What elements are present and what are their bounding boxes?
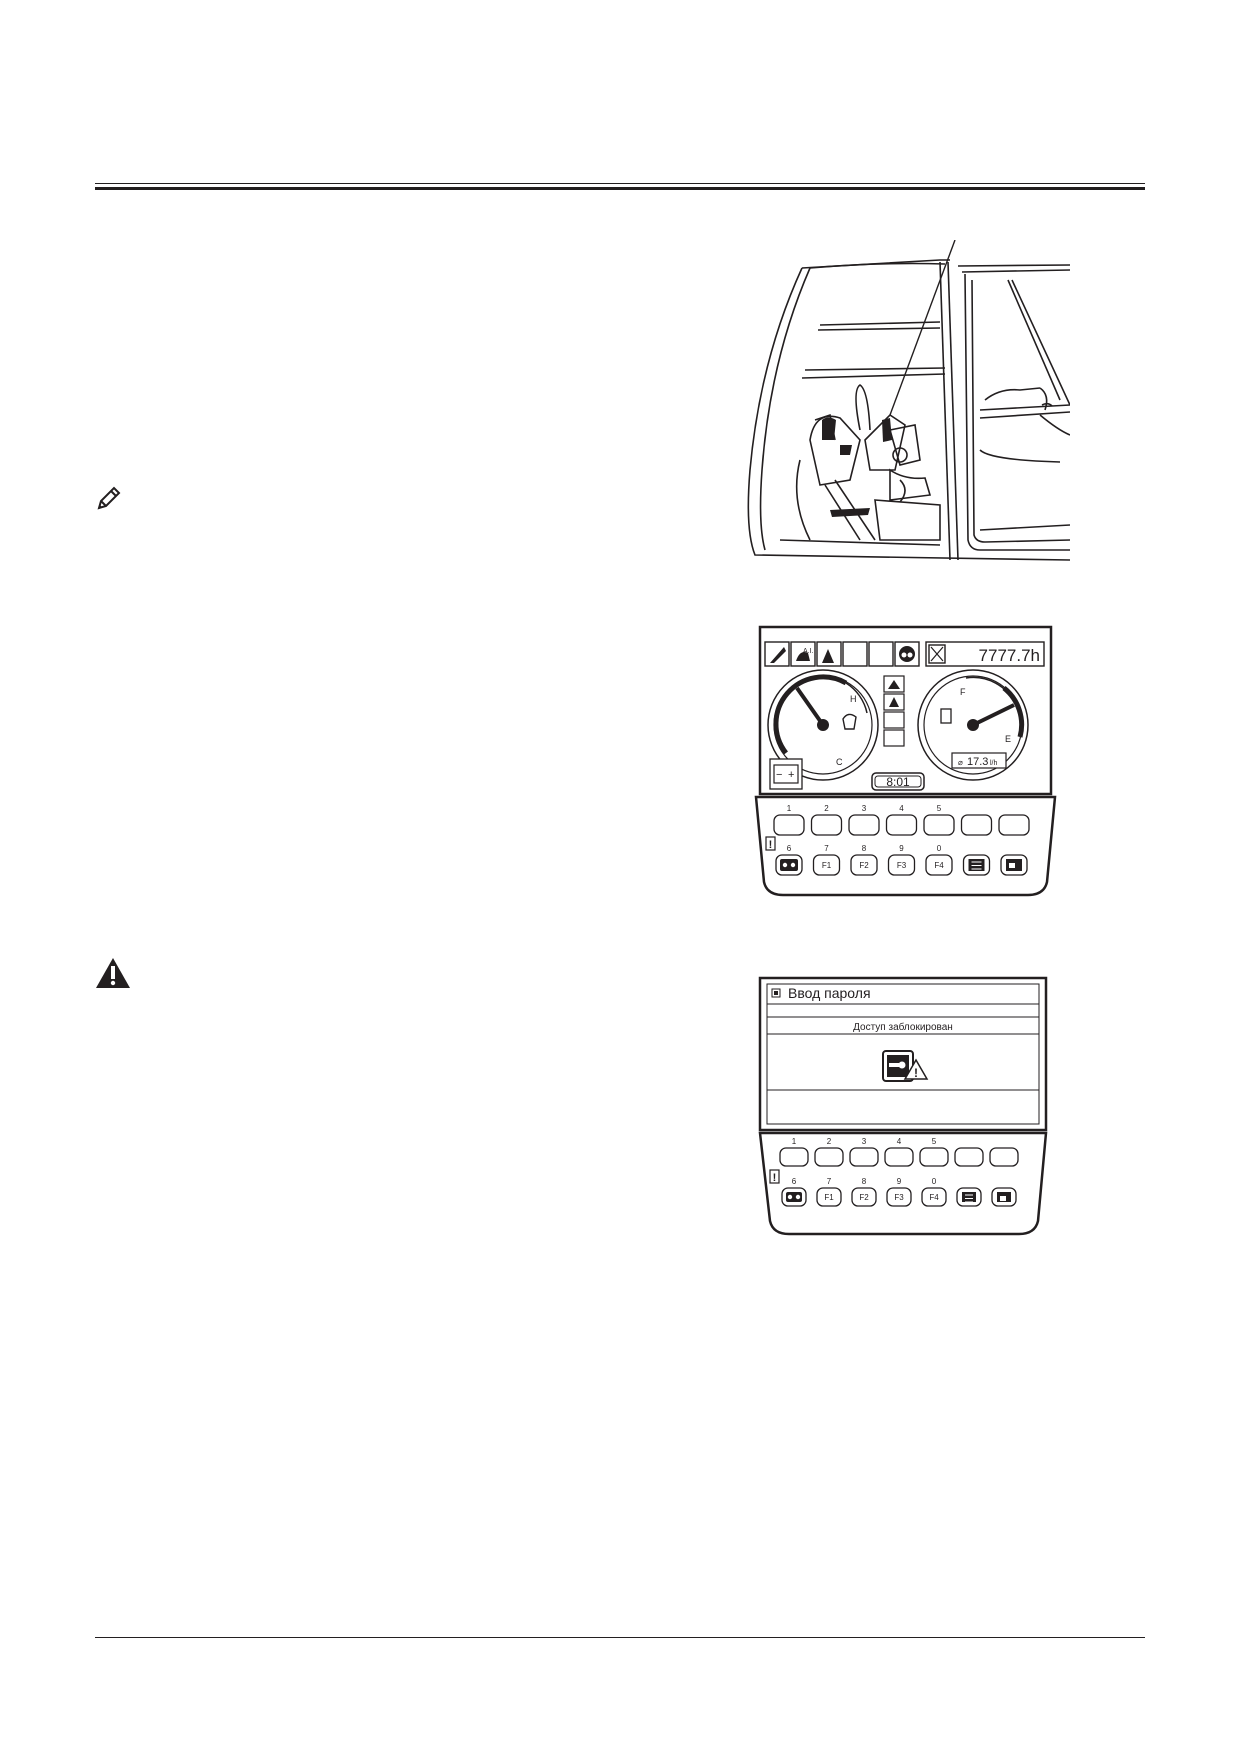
keypad-key-top-1[interactable]: [773, 814, 805, 836]
function-key-label: F1: [824, 1193, 834, 1202]
function-key-label: F1: [822, 861, 832, 870]
function-key-label: F2: [859, 861, 869, 870]
password-keypad: 1 2 3 4 5 6 7F1 8F2 9F3 0F4!: [769, 1137, 1019, 1207]
locked-key-icon: !: [882, 1050, 929, 1082]
key-number-label: 5: [937, 804, 942, 813]
function-key-label: F3: [897, 861, 907, 870]
key-number-label: 0: [932, 1177, 937, 1186]
menu-key-icon: [962, 1192, 976, 1202]
key-number-label: 6: [792, 1177, 797, 1186]
key-number-label: 4: [899, 804, 904, 813]
keypad-key-top-7[interactable]: [998, 814, 1030, 836]
monitor-keypad: 1 2 3 4 5 6 7F1 8F2 9F3 0F4!: [765, 804, 1030, 876]
fuel-level-gauge: F E ⌀ 17.3 l/h: [917, 669, 1029, 781]
svg-text:H: H: [850, 694, 857, 704]
indicator-blank-icon: [883, 729, 905, 747]
keypad-key-top-7[interactable]: [989, 1147, 1019, 1167]
key-number-label: 5: [932, 1137, 937, 1146]
keypad-key-top-6[interactable]: [954, 1147, 984, 1167]
key-number-label: 4: [897, 1137, 902, 1146]
keypad-key-bottom-4[interactable]: [886, 1187, 912, 1207]
keypad-key-top-5[interactable]: [919, 1147, 949, 1167]
keypad-key-top-3[interactable]: [849, 1147, 879, 1167]
fuel-rate-unit: l/h: [990, 760, 998, 767]
svg-text:F: F: [960, 687, 966, 697]
indicator-blank-icon: [883, 711, 905, 729]
keypad-key-top-5[interactable]: [923, 814, 955, 836]
indicator-blank-icon: [868, 641, 894, 667]
header-rule-thick: [95, 187, 1145, 190]
key-number-label: 1: [792, 1137, 797, 1146]
keypad-key-top-6[interactable]: [960, 814, 993, 836]
keypad-key-top-1[interactable]: [779, 1147, 809, 1167]
warning-mark-label: !: [769, 839, 773, 851]
key-number-label: 7: [827, 1177, 832, 1186]
indicator-auto-idle-icon: [790, 641, 816, 667]
fuel-rate-value: 17.3: [967, 756, 988, 768]
svg-text:C: C: [836, 757, 843, 767]
password-screen-title: Ввод пароля: [788, 985, 871, 1001]
keypad-key-bottom-5[interactable]: [925, 854, 953, 876]
indicator-work-mode-icon: [764, 641, 790, 667]
key-number-label: 8: [862, 844, 867, 853]
key-number-label: 6: [787, 844, 792, 853]
warning-mark-icon: [765, 836, 776, 851]
key-number-label: 3: [862, 804, 867, 813]
footer-rule: [95, 1637, 1145, 1638]
svg-text:E: E: [1005, 734, 1011, 744]
warning-mark-icon: [769, 1169, 780, 1184]
key-number-label: 9: [899, 844, 904, 853]
function-key-label: F3: [894, 1193, 904, 1202]
clock-value: 8:01: [886, 775, 910, 789]
keypad-key-bottom-3[interactable]: [850, 854, 878, 876]
keypad-key-top-4[interactable]: [884, 1147, 914, 1167]
key-number-label: 2: [824, 804, 829, 813]
key-number-label: 9: [897, 1177, 902, 1186]
key-number-label: 1: [787, 804, 792, 813]
keypad-key-top-2[interactable]: [814, 1147, 844, 1167]
key-number-label: 0: [937, 844, 942, 853]
keypad-key-bottom-3[interactable]: [851, 1187, 877, 1207]
access-blocked-status: Доступ заблокирован: [853, 1021, 953, 1033]
cab-illustration: [747, 240, 1070, 561]
monitor-display-figure: A.I. 7777.7h H C F E ⌀ 17.3 l/: [754, 625, 1057, 897]
keypad-key-bottom-4[interactable]: [887, 854, 916, 876]
key-number-label: 3: [862, 1137, 867, 1146]
svg-text:!: !: [914, 1066, 918, 1080]
keypad-key-bottom-5[interactable]: [921, 1187, 947, 1207]
warning-triangle-icon: [96, 958, 130, 988]
header-rule-thin: [95, 183, 1145, 184]
indicator-blank-icon: [842, 641, 868, 667]
key-number-label: 8: [862, 1177, 867, 1186]
key-number-label: 2: [827, 1137, 832, 1146]
camera-key-icon: [780, 859, 798, 871]
keypad-key-top-4[interactable]: [885, 814, 918, 836]
function-key-label: F4: [929, 1193, 939, 1202]
camera-key-icon: [786, 1192, 802, 1202]
svg-text:⌀: ⌀: [958, 758, 963, 767]
svg-text:A.I.: A.I.: [803, 648, 814, 655]
keypad-key-bottom-2[interactable]: [816, 1187, 842, 1207]
pencil-note-icon: [97, 486, 121, 510]
key-number-label: 7: [824, 844, 829, 853]
coolant-temperature-gauge: H C: [767, 669, 879, 781]
warning-mark-label: !: [773, 1172, 777, 1184]
function-key-label: F4: [934, 861, 944, 870]
battery-indicator-icon: − +: [769, 758, 803, 790]
svg-text:+: +: [788, 769, 794, 781]
keypad-key-bottom-2[interactable]: [812, 854, 841, 876]
svg-text:−: −: [776, 769, 782, 781]
keypad-key-top-2[interactable]: [810, 814, 843, 836]
password-screen-figure: Ввод пароля Доступ заблокирован ! 1 2 3 4 5 6…: [758, 976, 1048, 1236]
keypad-key-top-3[interactable]: [848, 814, 880, 836]
function-key-label: F2: [859, 1193, 869, 1202]
hour-meter-value: 7777.7h: [979, 646, 1040, 665]
